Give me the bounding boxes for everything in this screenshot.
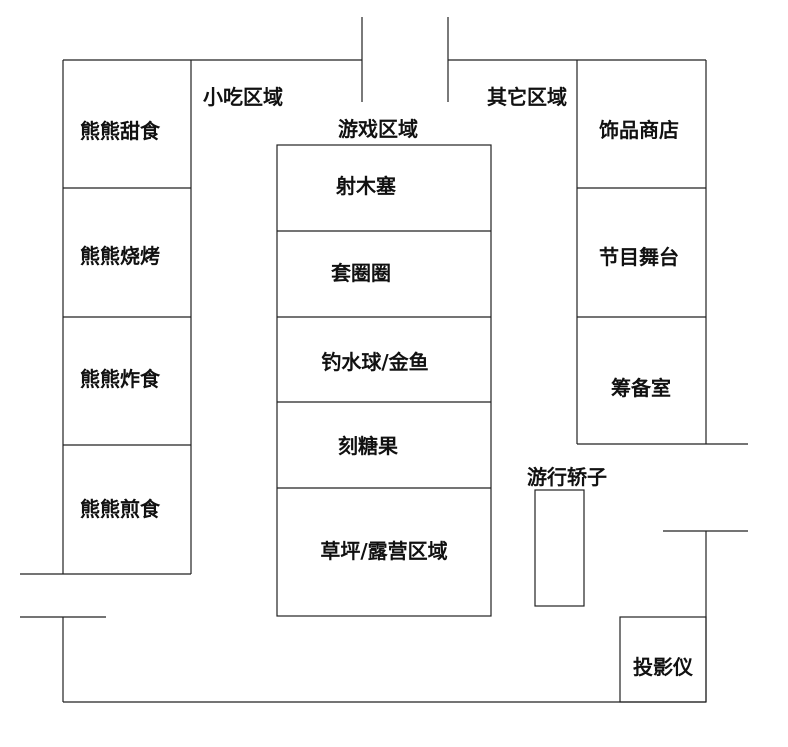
game-stall-label: 射木塞 — [335, 174, 397, 198]
game-stall-label: 钓水球/金鱼 — [321, 350, 428, 374]
other-area — [576, 60, 706, 444]
projector-label: 投影仪 — [633, 655, 694, 679]
zone-label-game: 游戏区域 — [338, 117, 418, 141]
game-stall-label: 刻糖果 — [338, 434, 398, 458]
other-room-label: 节目舞台 — [599, 245, 679, 269]
snack-stall-label: 熊熊炸食 — [80, 367, 161, 391]
parade-sedan-label: 游行轿子 — [527, 465, 607, 489]
game-area — [276, 144, 492, 617]
game-stall-label: 草坪/露营区域 — [320, 539, 447, 563]
other-room-label: 筹备室 — [611, 376, 671, 400]
zone-label-other: 其它区域 — [487, 85, 567, 109]
snack-stall-label: 熊熊烧烤 — [80, 244, 160, 268]
other-room-label: 饰品商店 — [599, 118, 679, 142]
snack-area — [63, 60, 192, 574]
projector-box — [619, 616, 707, 703]
zone-label-snack: 小吃区域 — [203, 85, 283, 109]
game-stall-label: 套圈圈 — [331, 261, 391, 285]
snack-stall-label: 熊熊甜食 — [80, 119, 161, 143]
snack-stall-label: 熊熊煎食 — [80, 497, 161, 521]
parade-sedan-box — [534, 489, 585, 607]
